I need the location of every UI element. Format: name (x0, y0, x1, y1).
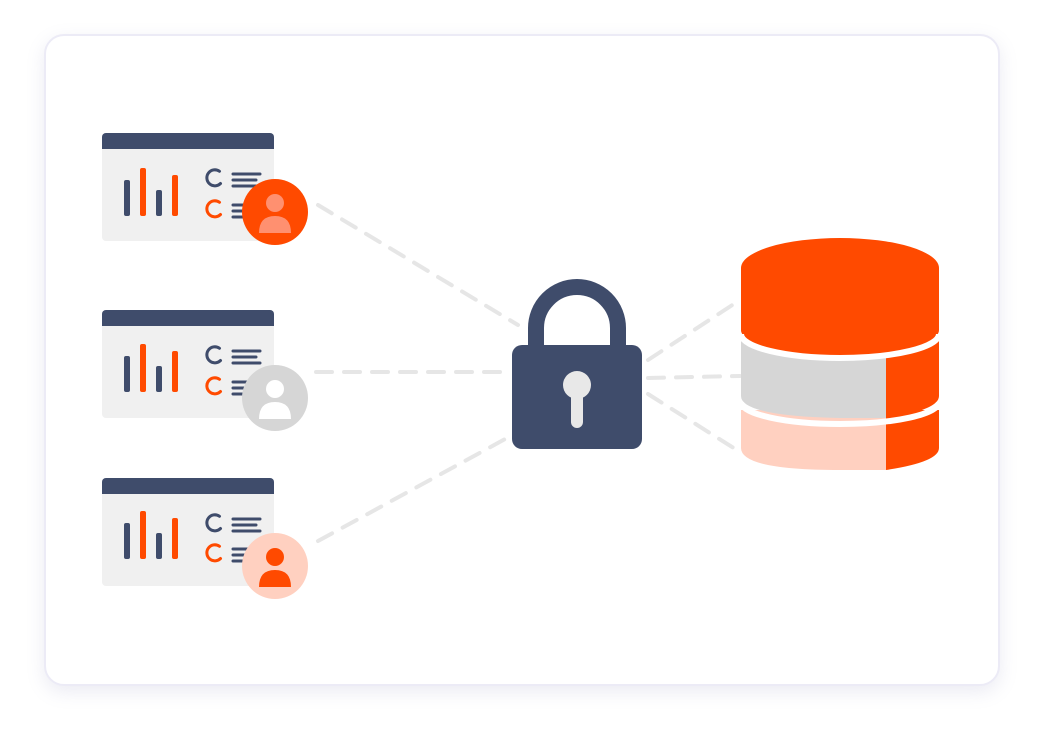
bar-chart-icon (124, 168, 178, 216)
donut-list-icon (205, 513, 262, 563)
user-avatar-icon (242, 365, 308, 431)
database-segment-top (741, 238, 939, 356)
user-avatar-icon (242, 179, 308, 245)
bar-chart-icon (124, 344, 178, 392)
connector-user-3-to-lock (316, 430, 520, 543)
connector-lock-to-db-top (646, 298, 742, 362)
database-icon (738, 238, 942, 470)
bar-chart-icon (124, 511, 178, 559)
dashboard-window-icon (102, 478, 274, 586)
connector-user-1-to-lock (316, 203, 520, 327)
connectors (314, 203, 742, 543)
dashboard-window-icon (102, 310, 274, 418)
connector-lock-to-db-middle (646, 374, 742, 380)
dashboard-window-icon (102, 133, 274, 241)
padlock-icon (512, 279, 642, 449)
donut-list-icon (205, 345, 262, 396)
user-avatar-icon (242, 533, 308, 599)
connector-lock-to-db-bottom (646, 392, 742, 454)
